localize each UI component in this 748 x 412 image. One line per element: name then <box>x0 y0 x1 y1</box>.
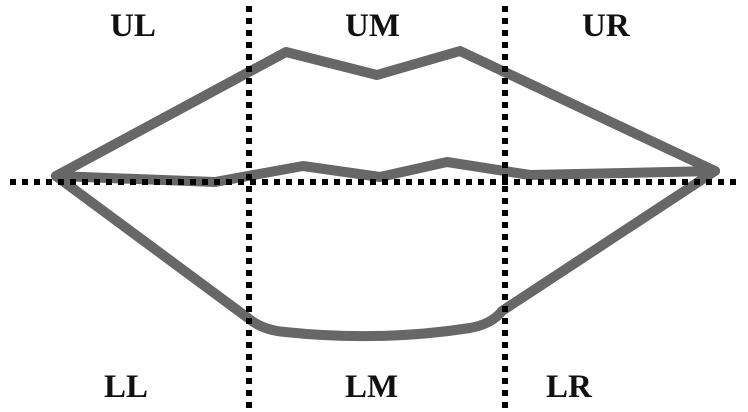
label-lower-middle: LM <box>345 369 398 405</box>
label-upper-left: UL <box>110 8 156 44</box>
region-grid <box>10 6 742 412</box>
upper-lip-outer-contour <box>51 46 720 181</box>
label-lower-left: LL <box>104 369 148 405</box>
label-lower-right: LR <box>546 369 593 405</box>
region-labels: UL UM UR LL LM LR <box>104 8 631 405</box>
lip-outline-group <box>51 46 720 342</box>
lower-lip-outer-contour <box>51 166 720 342</box>
label-upper-middle: UM <box>345 8 400 44</box>
label-upper-right: UR <box>582 8 631 44</box>
